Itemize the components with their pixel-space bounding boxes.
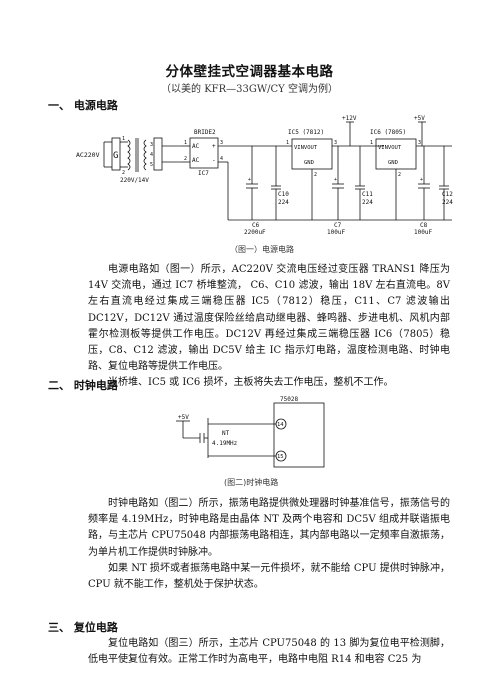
- crystal-label: NT: [222, 430, 230, 437]
- c12-value: 224: [442, 199, 453, 206]
- bridge-pin1: 1: [184, 140, 187, 146]
- bridge-minus: -: [212, 157, 216, 164]
- c7-plus: +: [334, 177, 337, 183]
- c10-label: C10: [278, 191, 289, 198]
- bridge-pin4: 4: [220, 156, 223, 162]
- paragraph: 时钟电路如（图二）所示，振荡电路提供微处理器时钟基准信号，振荡信号的频率是 4.…: [88, 498, 450, 558]
- ic5-pin1: 1: [286, 140, 289, 146]
- tr-pin-1a: 1: [122, 136, 125, 142]
- ic5-pin2: 2: [314, 172, 317, 178]
- c6-label: C6: [252, 222, 260, 229]
- section-heading-reset: 三、 复位电路: [48, 621, 118, 634]
- c10-value: 224: [278, 199, 289, 206]
- transformer-label: 220V/14V: [120, 177, 149, 184]
- page-title: 分体壁挂式空调器基本电路: [165, 64, 334, 80]
- section-heading-power: 一、 电源电路: [48, 99, 118, 112]
- ic6-label: IC6 (7805): [370, 129, 406, 136]
- bridge-label: BRIDE2: [194, 129, 216, 136]
- ic6-pin3: 3: [418, 140, 421, 146]
- rail-12v-label: +12V: [342, 115, 357, 122]
- clock-circuit-text: 时钟电路如（图二）所示，振荡电路提供微处理器时钟基准信号，振荡信号的频率是 4.…: [88, 496, 450, 593]
- paragraph: 当桥堆、IC5 或 IC6 损坏，主板将失去工作电压，整机不工作。: [108, 377, 394, 389]
- c8-label: C8: [420, 222, 428, 229]
- pin-15-label: 15: [277, 454, 284, 460]
- bridge-ac2: AC: [192, 157, 200, 164]
- figure-2-caption: (图二)时钟电路: [224, 478, 279, 487]
- c8-plus: +: [420, 177, 423, 183]
- c7-value: 100uF: [327, 229, 345, 236]
- ic5-gnd: GND: [304, 160, 314, 166]
- power-circuit-text: 电源电路如（图一）所示，AC220V 交流电压经过变压器 TRANS1 降压为 …: [88, 262, 450, 392]
- tr-pin-5: 5: [150, 162, 153, 168]
- paragraph: 电源电路如（图一）所示，AC220V 交流电压经过变压器 TRANS1 降压为 …: [88, 264, 450, 373]
- figure-1-caption: （图一）电源电路: [230, 245, 294, 254]
- paragraph: 复位电路如（图三）所示，主芯片 CPU75048 的 13 脚为复位电平检测脚，…: [88, 638, 450, 666]
- c11-label: C11: [362, 191, 373, 198]
- ic6-pin2: 2: [398, 172, 401, 178]
- power-circuit-diagram: AC220V G 220V/14V 1 2 3 4 5 BRIDE2 AC AC…: [76, 115, 453, 236]
- ic5-vinvout: VINVOUT: [294, 145, 318, 151]
- c7-label: C7: [334, 222, 342, 229]
- c8-value: 100uF: [414, 229, 432, 236]
- ic5-label: IC5 (7812): [288, 129, 324, 136]
- c12-label: C12: [442, 191, 453, 198]
- page-subtitle: （以美的 KFR—33GW/CY 空调为例）: [161, 84, 338, 95]
- ac-connector-symbol: G: [113, 151, 118, 161]
- bridge-ac1: AC: [192, 143, 200, 150]
- clock-5v-label: +5V: [178, 414, 189, 421]
- ic7-label: IC7: [198, 170, 209, 177]
- pin-14-label: 14: [277, 422, 284, 428]
- ic6-vinvout: VINVOUT: [378, 145, 402, 151]
- tr-pin-2a: 2: [122, 170, 125, 176]
- crystal-frequency: 4.19MHz: [212, 440, 238, 447]
- c6-value: 2200uF: [244, 229, 266, 236]
- ic6-pin1: 1: [370, 140, 373, 146]
- c6-plus: +: [248, 177, 251, 183]
- ic6-gnd: GND: [388, 160, 398, 166]
- rail-5v-label: +5V: [414, 115, 425, 122]
- clock-circuit-diagram: 75028 +5V NT 4.19MHz 14 15: [176, 396, 325, 468]
- section-heading-clock: 二、 时钟电路: [48, 379, 118, 392]
- ac-input-label: AC220V: [76, 151, 100, 159]
- tr-pin-3: 3: [150, 142, 153, 148]
- tr-pin-4: 4: [150, 152, 153, 158]
- cpu-chip-label: 75028: [280, 396, 298, 403]
- bridge-pin3: 3: [220, 140, 223, 146]
- ic5-pin3: 3: [334, 140, 337, 146]
- paragraph: 如果 NT 损坏或者振荡电路中某一元件损坏，就不能给 CPU 提供时钟脉冲，CP…: [88, 562, 450, 591]
- bridge-plus: +: [212, 143, 216, 150]
- bridge-pin2: 2: [184, 156, 187, 162]
- c11-value: 224: [362, 199, 373, 206]
- reset-circuit-text: 复位电路如（图三）所示，主芯片 CPU75048 的 13 脚为复位电平检测脚，…: [88, 636, 450, 668]
